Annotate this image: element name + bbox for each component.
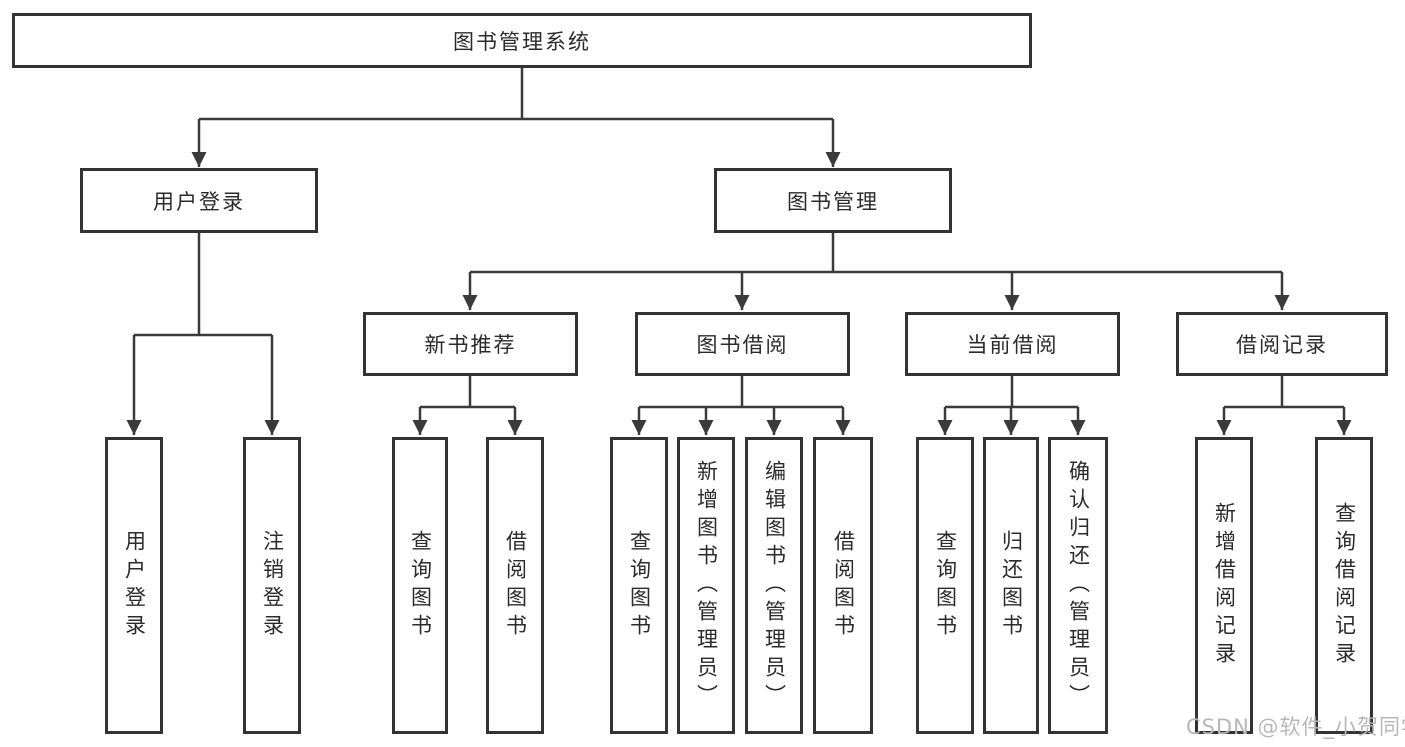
leaf-edit-book-admin: 编辑图书（管理员） (745, 437, 803, 734)
node-root-library-system: 图书管理系统 (12, 13, 1032, 68)
node-new-book-recommend: 新书推荐 (363, 312, 578, 376)
leaf-query-books-current: 查询图书 (916, 437, 974, 734)
leaf-user-login: 用户登录 (105, 437, 163, 734)
leaf-add-book-admin: 新增图书（管理员） (677, 437, 735, 734)
leaf-return-book: 归还图书 (983, 437, 1039, 734)
leaf-add-borrow-record: 新增借阅记录 (1195, 437, 1253, 734)
node-current-borrow: 当前借阅 (905, 312, 1120, 376)
leaf-logout: 注销登录 (243, 437, 301, 734)
leaf-query-books-recommend: 查询图书 (392, 437, 448, 734)
node-book-borrow: 图书借阅 (635, 312, 850, 376)
node-book-management: 图书管理 (714, 168, 952, 233)
csdn-watermark: CSDN @软件_小贺同学 (1186, 715, 1405, 739)
leaf-borrow-books: 借阅图书 (813, 437, 873, 734)
leaf-query-borrow-record: 查询借阅记录 (1315, 437, 1373, 734)
node-user-login: 用户登录 (80, 168, 318, 233)
leaf-query-books-borrow: 查询图书 (610, 437, 668, 734)
node-borrow-record: 借阅记录 (1176, 312, 1388, 376)
leaf-borrow-books-recommend: 借阅图书 (486, 437, 544, 734)
leaf-confirm-return-admin: 确认归还（管理员） (1048, 437, 1108, 734)
